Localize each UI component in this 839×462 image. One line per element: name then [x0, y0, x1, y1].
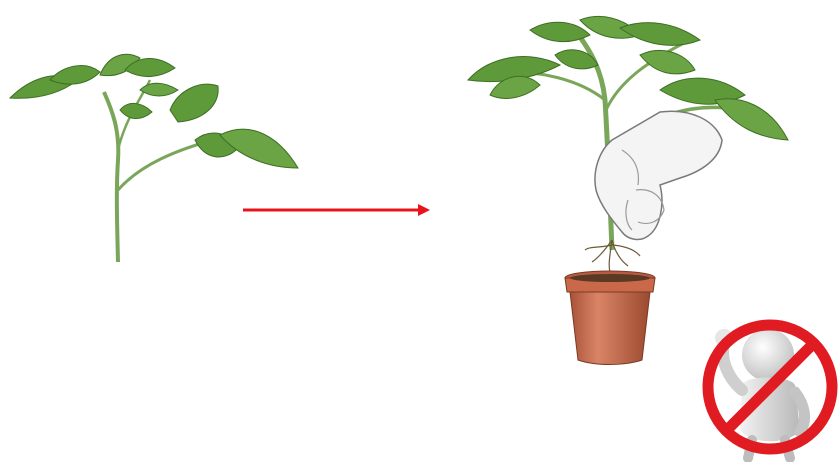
- prohibited-sign-icon: [708, 325, 832, 458]
- leaf-shape: [715, 99, 788, 140]
- right-arrow-icon: [243, 204, 430, 216]
- seedling-stem: [104, 92, 118, 262]
- roots-icon: [585, 240, 640, 272]
- flower-pot-icon: [565, 271, 655, 365]
- seedling-transplant-into-pot-icon: [468, 16, 788, 364]
- hand-icon: [595, 111, 722, 239]
- leaf-shape: [50, 66, 100, 85]
- leaf-shape: [530, 22, 590, 41]
- leaf-shape: [120, 103, 152, 118]
- leaf-shape: [140, 83, 178, 96]
- leaf-shape: [620, 23, 700, 46]
- transplant-branch: [606, 40, 690, 110]
- leaf-shape: [640, 50, 695, 73]
- tomato-seedling-icon: [10, 54, 298, 262]
